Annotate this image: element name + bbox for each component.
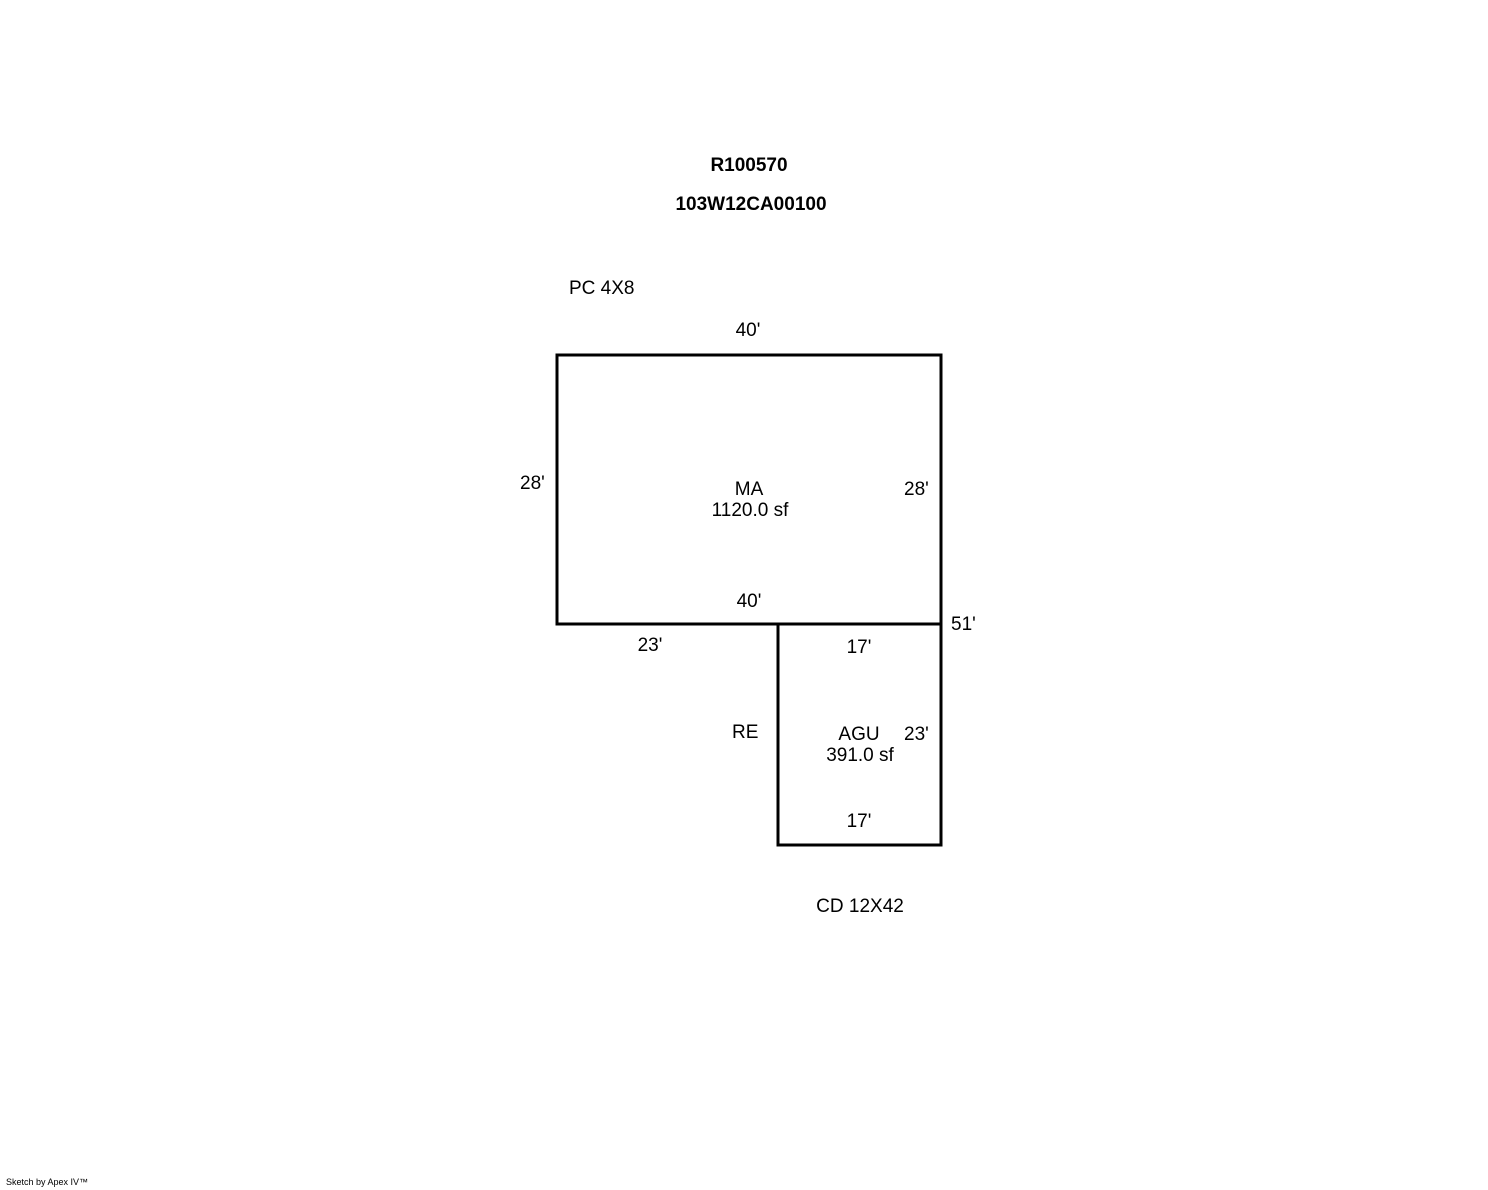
map-tax-lot: 103W12CA00100 xyxy=(675,194,827,215)
garage-area-outline xyxy=(776,622,943,847)
account-id: R100570 xyxy=(710,155,788,176)
dim-lower-left-run: 23' xyxy=(637,635,663,656)
main-area-size: 1120.0 sf xyxy=(711,500,789,521)
label-re: RE xyxy=(732,722,759,743)
garage-area-code: AGU xyxy=(838,724,880,745)
dim-overall-right: 51' xyxy=(951,614,976,635)
sketch-credit: Sketch by Apex IV™ xyxy=(6,1177,89,1187)
dim-garage-right: 23' xyxy=(904,724,929,745)
garage-area-size: 391.0 sf xyxy=(826,745,894,766)
main-area-code: MA xyxy=(734,479,764,500)
dim-main-top: 40' xyxy=(735,320,761,341)
dim-garage-top: 17' xyxy=(846,637,872,658)
dim-main-left: 28' xyxy=(520,473,545,494)
note-cd: CD 12X42 xyxy=(816,896,904,917)
main-area-outline xyxy=(555,353,943,626)
dim-main-right: 28' xyxy=(904,479,929,500)
dim-main-bottom: 40' xyxy=(736,591,762,612)
note-pc: PC 4X8 xyxy=(569,278,635,299)
dim-garage-bottom: 17' xyxy=(846,811,872,832)
